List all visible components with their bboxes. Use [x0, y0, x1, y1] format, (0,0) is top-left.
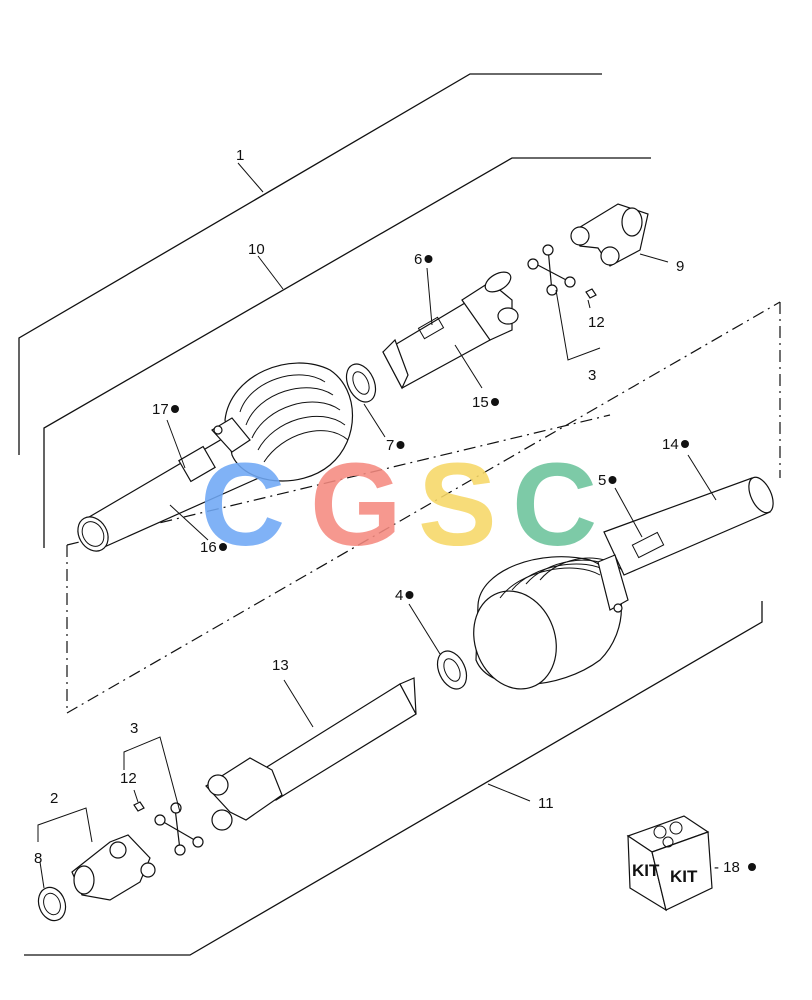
callout-c8: 8 [34, 850, 42, 867]
ring-8 [37, 886, 67, 922]
inner-tube-shaft [77, 424, 273, 552]
splined-yoke-2 [71, 834, 156, 901]
callout-c17-dot [171, 405, 179, 413]
assembly-bracket-1 [18, 73, 602, 455]
callout-c11: 11 [538, 795, 554, 812]
dash-dot-boundary [66, 301, 781, 715]
watermark-letter: C [200, 439, 285, 571]
callout-c14-dot [681, 440, 689, 448]
callout-c6: 6 [414, 251, 422, 268]
callout-c4: 4 [395, 587, 403, 604]
upper-guard-boot [211, 362, 354, 482]
leader-lines [37, 253, 717, 889]
callout-c6-dot [424, 255, 433, 263]
callout-c1: 1 [236, 147, 244, 164]
outer-tube-14 [603, 476, 774, 576]
kit-ref-dot [748, 863, 756, 871]
callout-c5-dot [608, 476, 617, 484]
callout-c12b: 12 [120, 770, 137, 787]
callout-c9: 9 [676, 258, 684, 275]
callout-c16: 16 [200, 539, 217, 556]
square-shaft-13 [205, 677, 417, 831]
kit-ref-label: - 18 [714, 859, 740, 876]
kit-icon: KIT KIT [626, 815, 713, 912]
square-tube-yoke-15 [382, 271, 519, 390]
callout-c13: 13 [272, 657, 289, 674]
kit-label-left: KIT [632, 861, 660, 880]
yoke-9 [570, 203, 649, 267]
watermark-letter: C [512, 439, 597, 571]
watermark-letter: G [310, 439, 402, 571]
kit-label-right: KIT [670, 867, 698, 886]
cross-kit-upper [527, 244, 597, 299]
callout-c7: 7 [386, 437, 394, 454]
callout-c3a: 3 [588, 367, 596, 384]
callout-labels: 1 10 6 9 12 3 17 7 15 14 5 16 4 13 3 12 2 8 11 [34, 147, 689, 867]
cross-kit-lower [133, 801, 204, 856]
callout-c3b: 3 [130, 720, 138, 737]
callout-c16-dot [219, 543, 227, 551]
callout-c15-dot [491, 398, 499, 406]
callout-c2: 2 [50, 790, 58, 807]
watermark-letter: S [418, 439, 497, 571]
callout-c4-dot [405, 591, 414, 599]
callout-c15: 15 [472, 394, 489, 411]
callout-c12a: 12 [588, 314, 605, 331]
retaining-ring-7 [345, 363, 377, 403]
callout-c17: 17 [152, 401, 169, 418]
assembly-bracket-11 [24, 601, 763, 956]
lower-guard-boot [473, 554, 629, 690]
callout-c14: 14 [662, 436, 679, 453]
callout-c7-dot [396, 441, 405, 449]
retaining-ring-4 [436, 650, 468, 690]
assembly-bracket-10 [43, 157, 651, 548]
callout-c10: 10 [248, 241, 265, 258]
callout-c5: 5 [598, 472, 606, 489]
